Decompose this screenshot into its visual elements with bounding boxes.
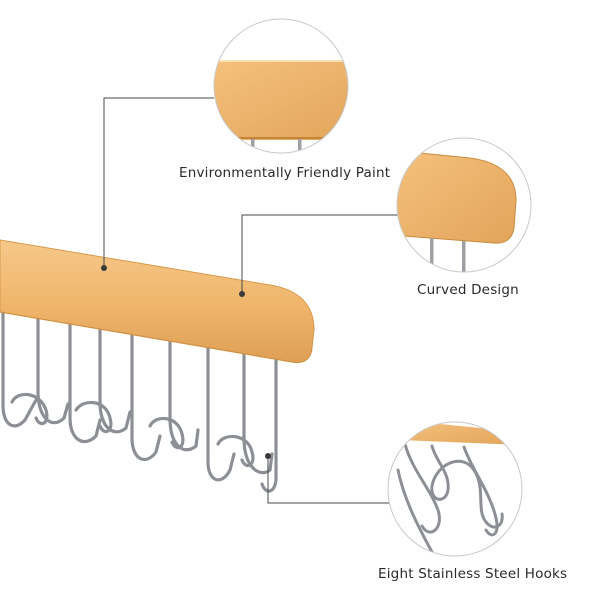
zoom-circle-hooks xyxy=(387,421,523,557)
zoom-circle-paint xyxy=(213,18,349,154)
callout-dot-2 xyxy=(239,291,245,297)
caption-steel-hooks: Eight Stainless Steel Hooks xyxy=(378,566,568,582)
callout-dot-1 xyxy=(101,265,107,271)
caption-curved-design: Curved Design xyxy=(417,282,519,298)
wooden-bar xyxy=(0,239,315,363)
steel-hooks xyxy=(1,298,278,493)
caption-paint: Environmentally Friendly Paint xyxy=(179,165,391,181)
callout-dot-3 xyxy=(265,453,271,459)
callout-lines xyxy=(103,97,398,504)
zoom-circle-curve xyxy=(396,137,532,273)
